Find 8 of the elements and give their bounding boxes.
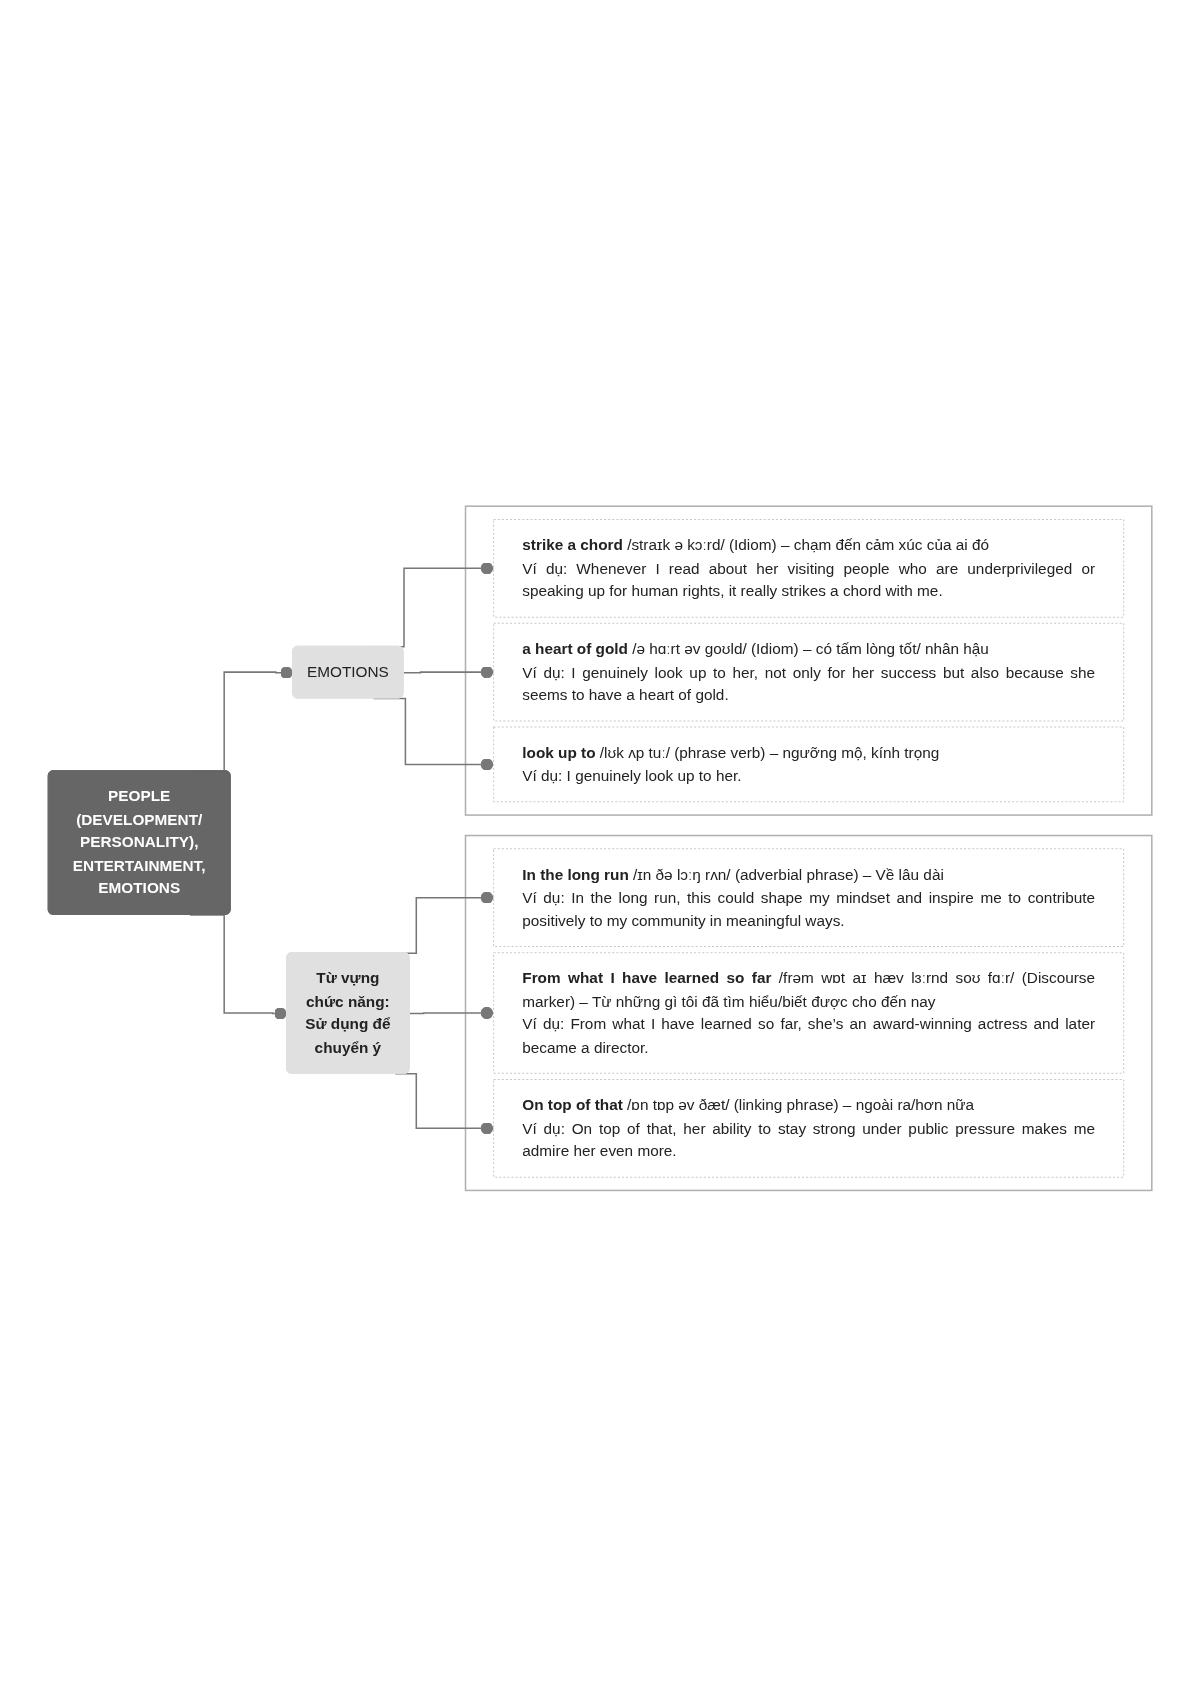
node-box: In the long run /ɪn ðə lɔːŋ rʌn/ (adverbial phrase) – Về lâu dài Ví dụ: In the long run, this could shape my mindset and inspire me to contribute positively to my community in meaningful ways. [493, 848, 1125, 948]
node-box: On top of that /ɒn tɒp əv ðæt/ (linking phrase) – ngoài ra/hơn nữa Ví dụ: On top of that, her ability to stay strong under public pressure makes me admire her even more. [493, 1079, 1125, 1178]
node-box: From what I have learned so far /frəm wɒt aɪ hæv lɜːrnd soʊ fɑːr/ (Discourse marker) – Từ những gì tôi đã tìm hiểu/biết được cho đến nay Ví dụ: From what I have learned so far, she’s an award-winning actress and later became a director. [493, 952, 1125, 1075]
node-box: strike a chord /straɪk ə kɔːrd/ (Idiom) – chạm đến cảm xúc của ai đó Ví dụ: Whenever I read about her visiting people who are underprivileged or speaking up for human rights, it really strikes a chord with me. [493, 519, 1125, 618]
node-box: look up to /lʊk ʌp tuː/ (phrase verb) – ngưỡng mộ, kính trọng Ví dụ: I genuinely look up to her. [493, 726, 1125, 803]
node-box: a heart of gold /ə hɑːrt əv goʊld/ (Idiom) – có tấm lòng tốt/ nhân hậu Ví dụ: I genuinely look up to her, not only for her success but also because she seems to have a heart of gold. [493, 622, 1125, 722]
cluster [464, 834, 1153, 1192]
cluster [464, 505, 1153, 817]
